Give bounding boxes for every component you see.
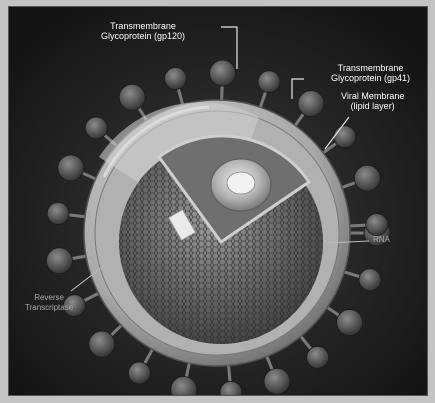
label-gp120-line2: Glycoprotein (gp120) [101,31,185,41]
spike-knob [258,71,280,93]
label-rna: RNA [373,235,390,245]
label-gp120-line1: Transmembrane [101,21,185,31]
spike-knob [334,126,356,148]
spike-knob [46,248,72,274]
spike-knob [89,331,115,357]
core-center [227,172,255,194]
label-membrane-line1: Viral Membrane [341,91,404,101]
label-membrane-line2: (lipid layer) [341,101,404,111]
label-membrane: Viral Membrane (lipid layer) [341,91,404,111]
spike-knob [366,214,388,236]
label-rt-line2: Transcriptase [25,303,73,313]
label-reverse-transcriptase: Reverse Transcriptase [25,293,73,313]
spike-knob [119,84,145,110]
diagram-panel: Transmembrane Glycoprotein (gp120) Trans… [8,6,428,396]
spike-knob [359,269,381,291]
spike-knob [58,155,84,181]
label-gp41-line1: Transmembrane [331,63,410,73]
spike-knob [210,60,236,86]
spike-knob [47,203,69,225]
label-gp120: Transmembrane Glycoprotein (gp120) [101,21,185,41]
spike-knob [354,165,380,191]
label-gp41-line2: Glycoprotein (gp41) [331,73,410,83]
label-rt-line1: Reverse [25,293,73,303]
spike-knob [307,346,329,368]
spike-knob [85,117,107,139]
spike-knob [337,309,363,335]
spike-knob [298,91,324,117]
spike-knob [128,362,150,384]
spike-knob [264,368,290,394]
spike-knob [165,67,187,89]
label-gp41: Transmembrane Glycoprotein (gp41) [331,63,410,83]
